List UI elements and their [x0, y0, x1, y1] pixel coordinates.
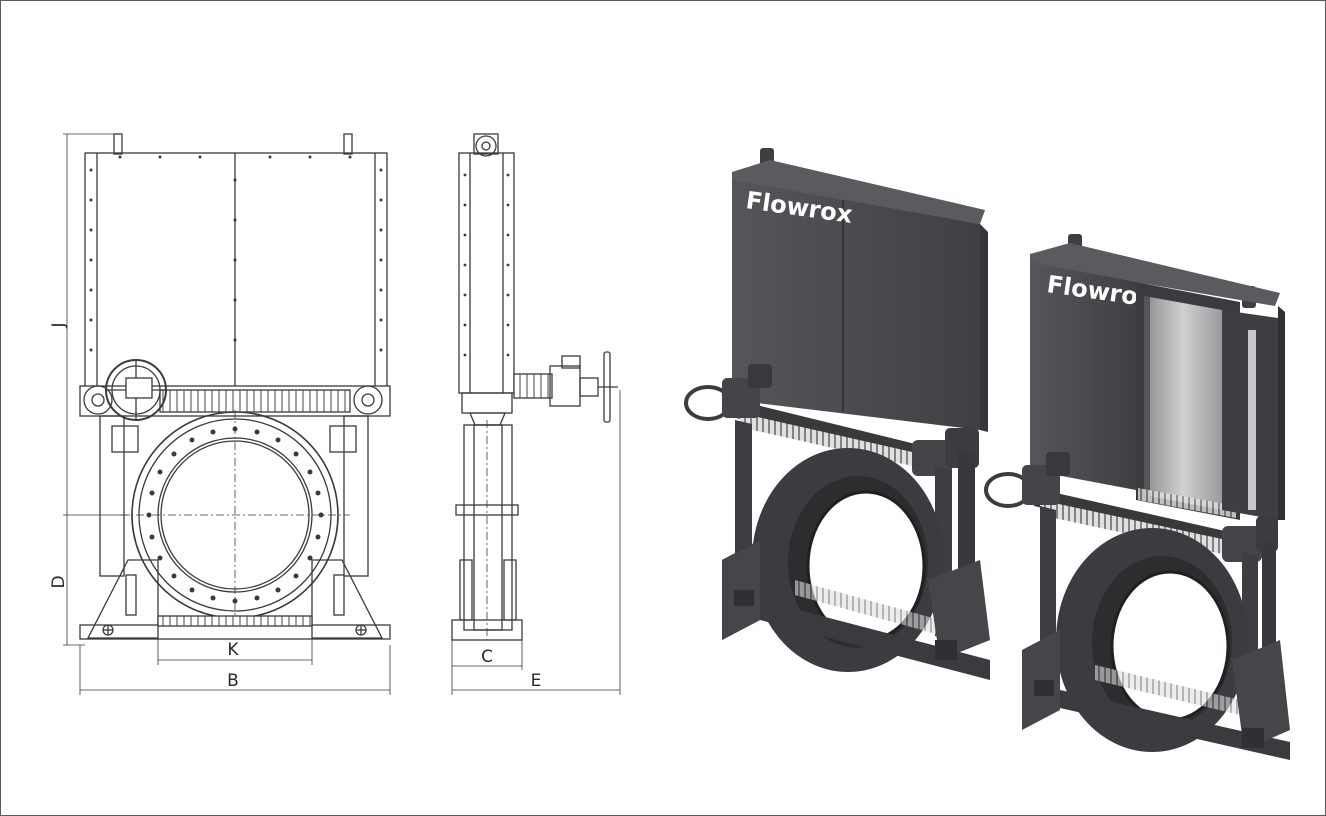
valve-render-closed: Flowrox: [684, 148, 990, 680]
front-view-drawing: [79, 133, 391, 640]
dimension-B-label: B: [227, 671, 239, 691]
side-rivets: [463, 173, 510, 357]
housing-rivets: [89, 155, 383, 352]
front-dimension-lines: [63, 133, 391, 695]
dimension-E-label: E: [531, 671, 542, 691]
dimension-J-label: J: [49, 322, 69, 328]
dimension-C-label: C: [481, 647, 493, 667]
dimension-K-label: K: [227, 640, 239, 660]
side-view-drawing: [451, 133, 618, 641]
dimension-D-label: D: [49, 575, 69, 588]
valve-render-open: Flowrox: [984, 234, 1290, 760]
flange-bolts: [146, 426, 324, 604]
side-dimension-lines: [451, 390, 621, 695]
